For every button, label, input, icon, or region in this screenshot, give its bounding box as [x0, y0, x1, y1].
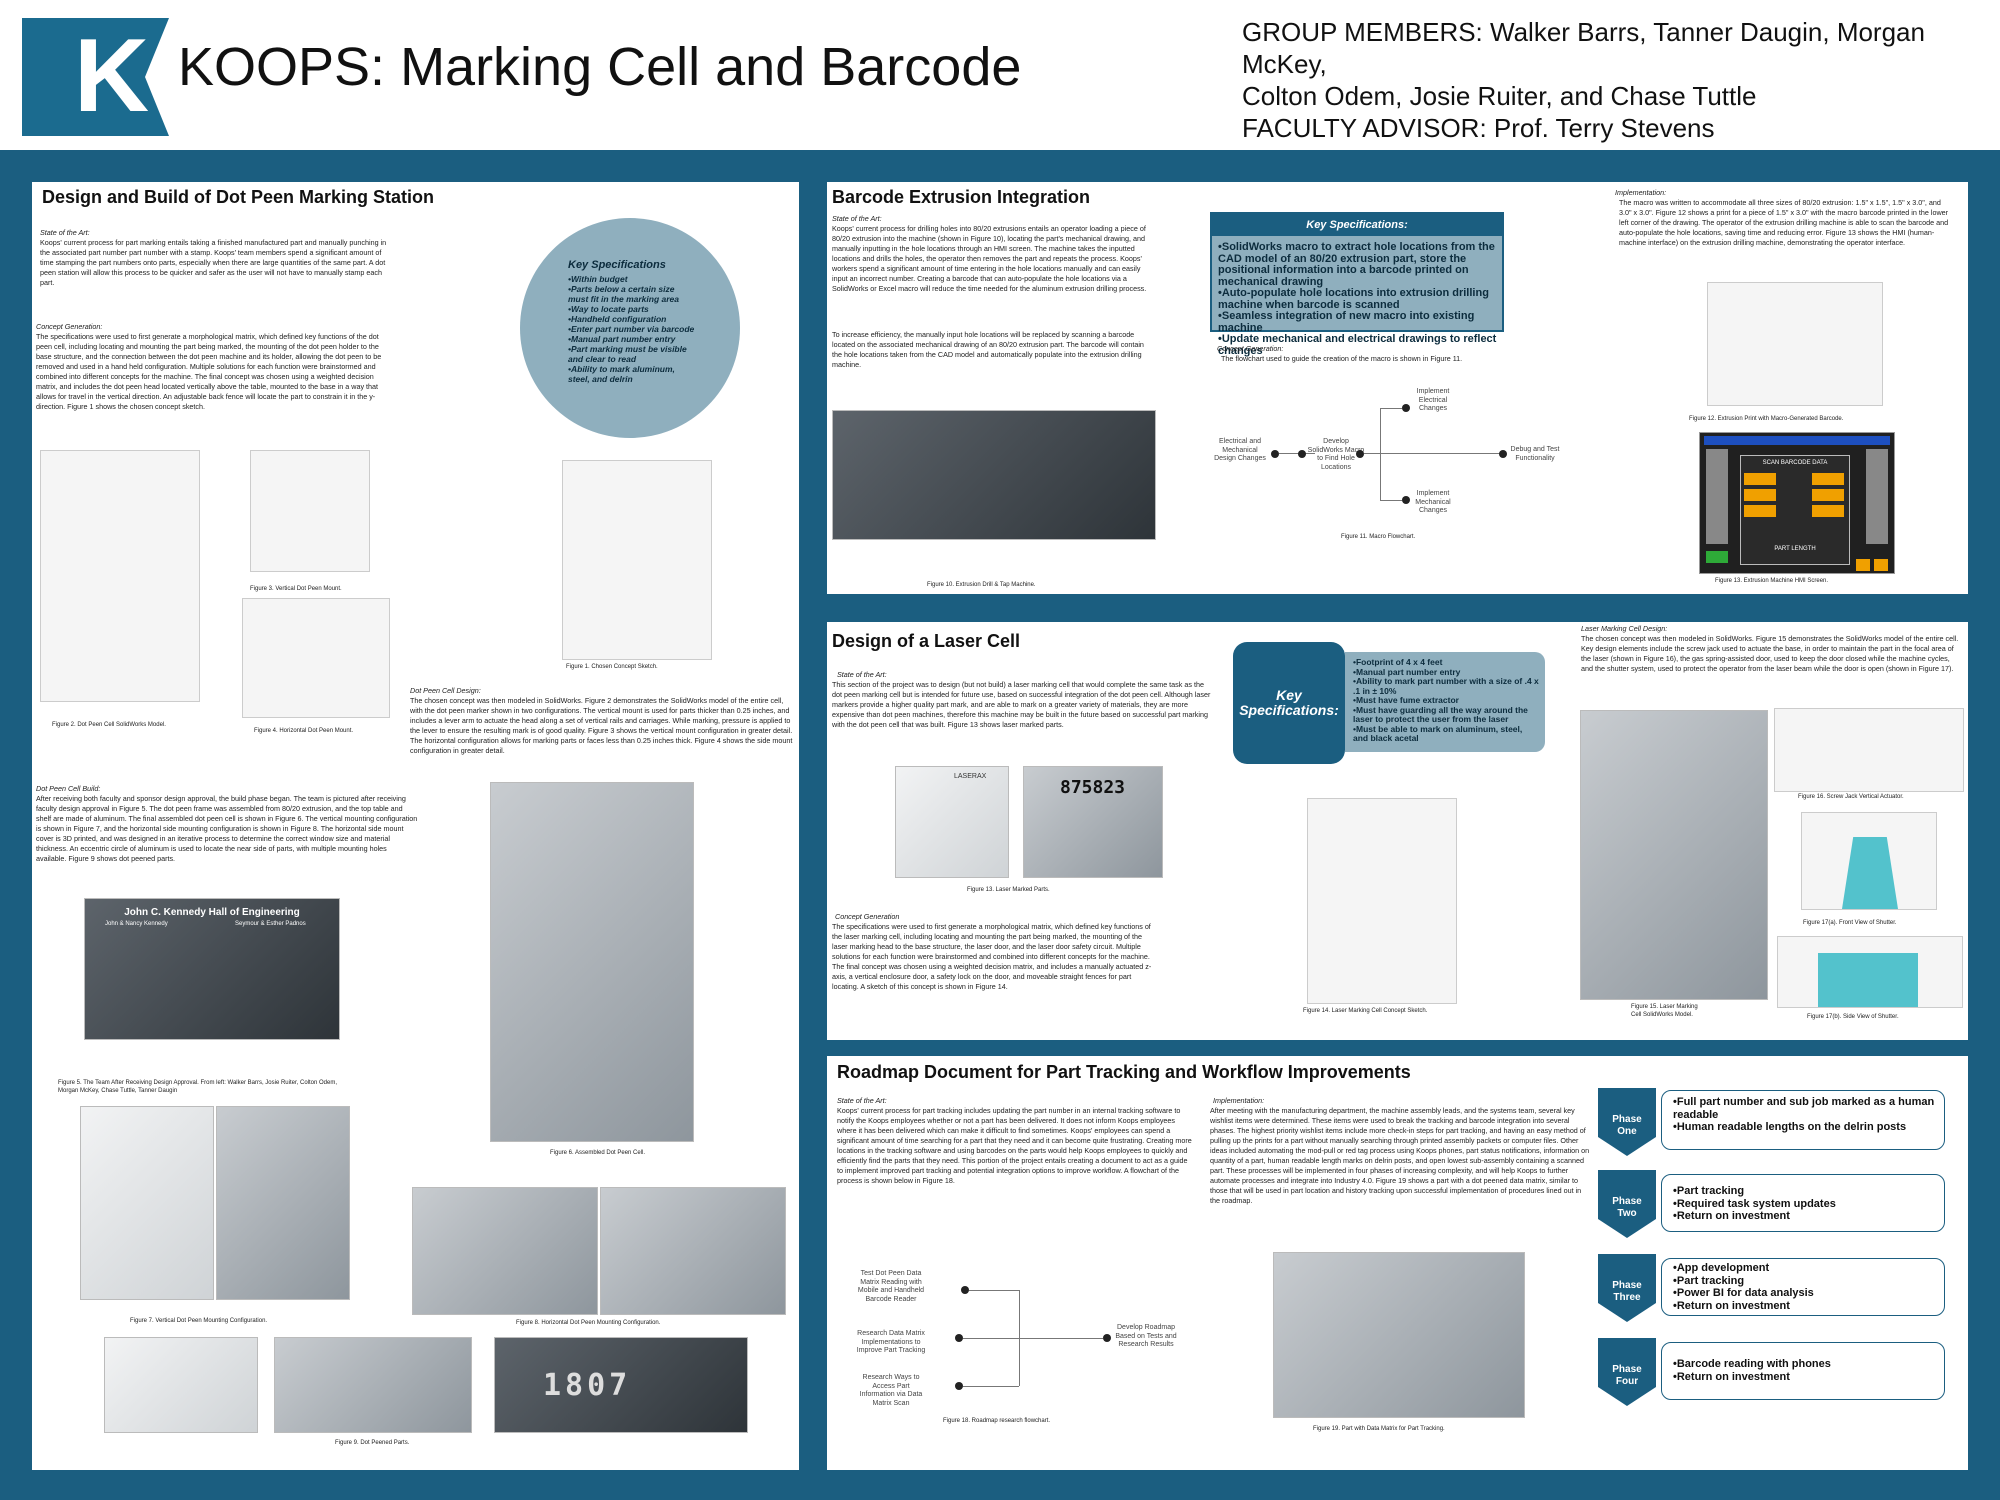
state-text: Koops' current process for part marking … — [40, 238, 387, 287]
dot-peen-panel: Design and Build of Dot Peen Marking Sta… — [32, 182, 799, 1470]
panel-heading: Roadmap Document for Part Tracking and W… — [837, 1062, 1411, 1082]
figure-13-hmi: SCAN BARCODE DATA PART LENGTH — [1699, 432, 1895, 574]
state-text-2: To increase efficiency, the manually inp… — [832, 330, 1144, 369]
spec-box: Key Specifications: SolidWorks macro to … — [1210, 212, 1504, 356]
figure-15-model — [1580, 710, 1768, 1000]
figure-9-photo-a — [104, 1337, 258, 1433]
figure-7-photo-b — [216, 1106, 350, 1300]
concept-text: The flowchart used to guide the creation… — [1221, 354, 1463, 363]
figure-8-photo-b — [600, 1187, 786, 1315]
spec-list: SolidWorks macro to extract hole locatio… — [1218, 241, 1498, 357]
figure-13-part-b: 875823 — [1023, 766, 1163, 878]
laser-spec-badge — [1233, 642, 1345, 764]
spec-list: Footprint of 4 x 4 feetManual part numbe… — [1353, 657, 1539, 744]
figure-2-image — [40, 450, 200, 702]
concept-text: The specifications were used to first ge… — [36, 332, 382, 411]
figure-7-photo-a — [80, 1106, 214, 1300]
cell-text: The chosen concept was then modeled in S… — [1581, 634, 1959, 673]
roadmap-panel: Roadmap Document for Part Tracking and W… — [827, 1056, 1968, 1470]
figure-19-photo — [1273, 1252, 1525, 1418]
group-members: GROUP MEMBERS: Walker Barrs, Tanner Daug… — [1242, 17, 1925, 143]
state-text: This section of the project was to desig… — [832, 680, 1211, 729]
figure-4-image — [242, 598, 390, 718]
panel-heading: Barcode Extrusion Integration — [832, 187, 1091, 207]
figure-16-image — [1774, 708, 1964, 792]
figure-17a-image — [1801, 812, 1937, 910]
poster-title: KOOPS: Marking Cell and Barcode — [178, 37, 1022, 97]
laser-panel: Design of a Laser Cell State of the Art:… — [827, 622, 1968, 1040]
figure-9-photo-b — [274, 1337, 472, 1433]
impl-text: After meeting with the manufacturing dep… — [1210, 1106, 1590, 1205]
concept-text: The specifications were used to first ge… — [832, 922, 1152, 991]
panel-heading: Design of a Laser Cell — [832, 631, 1021, 651]
figure-8-photo-a — [412, 1187, 598, 1315]
spec-list: Within budgetParts below a certain size … — [568, 274, 696, 384]
figure-3-image — [250, 450, 370, 572]
figure-5-team-photo: John C. Kennedy Hall of Engineering John… — [84, 898, 340, 1040]
cell-design-text: The chosen concept was then modeled in S… — [410, 696, 793, 755]
koops-logo: K — [22, 18, 169, 136]
figure-13-part-a: LASERAX — [895, 766, 1009, 878]
poster-header: K KOOPS: Marking Cell and Barcode GROUP … — [0, 0, 2000, 150]
figure-6-photo — [490, 782, 694, 1142]
barcode-panel: Barcode Extrusion Integration State of t… — [827, 182, 1968, 594]
panel-heading: Design and Build of Dot Peen Marking Sta… — [42, 187, 435, 207]
state-text: Koops' current process for drilling hole… — [832, 224, 1147, 293]
figure-14-sketch — [1307, 798, 1457, 1004]
figure-17b-image — [1777, 936, 1963, 1008]
figure-12-drawing — [1707, 282, 1883, 406]
figure-9-photo-c: 1807 — [494, 1337, 748, 1433]
impl-text: The macro was written to accommodate all… — [1619, 198, 1949, 247]
build-text: After receiving both faculty and sponsor… — [36, 794, 418, 863]
state-text: Koops' current process for part tracking… — [837, 1106, 1192, 1185]
figure-10-photo — [832, 410, 1156, 540]
figure-1-image — [562, 460, 712, 660]
